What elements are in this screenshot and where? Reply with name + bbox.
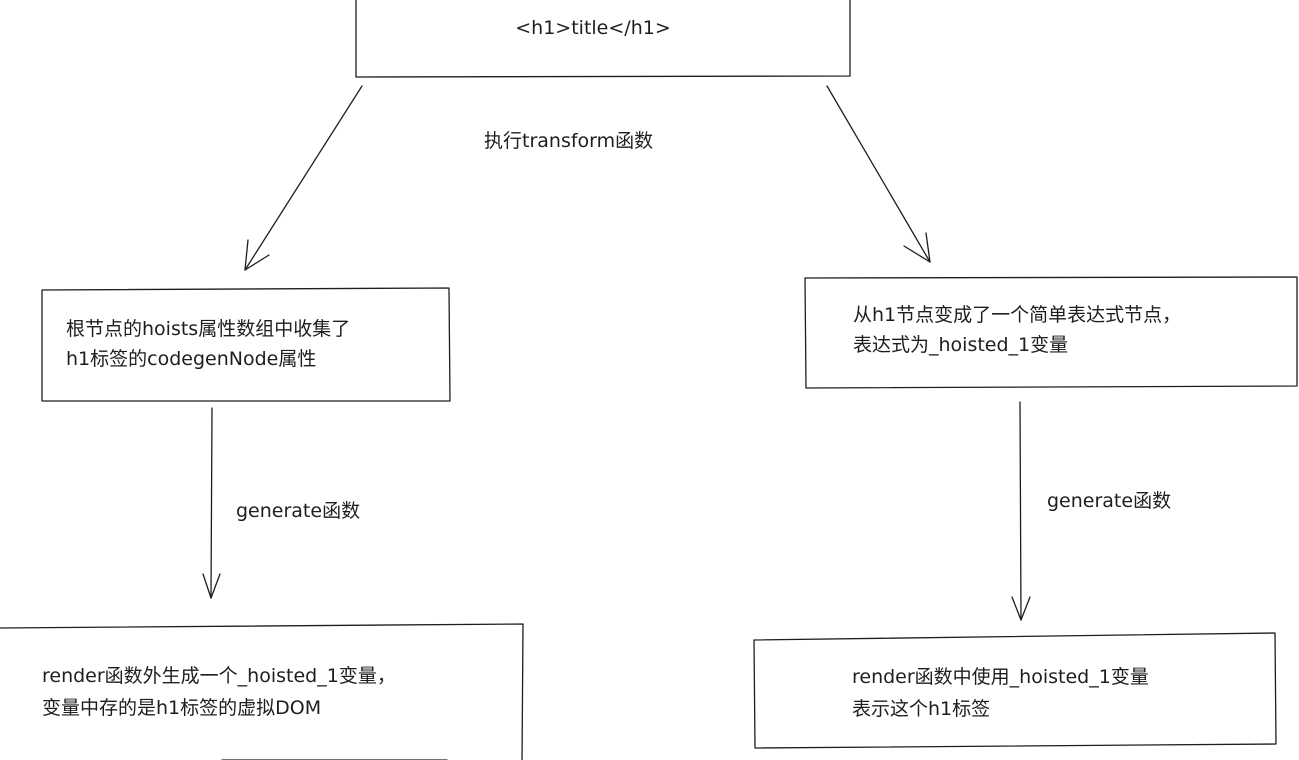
node-left-mid-line1: 根节点的hoists属性数组中收集了 <box>66 318 351 340</box>
node-left-bottom-line2: 变量中存的是h1标签的虚拟DOM <box>42 697 322 719</box>
edge-transform-text: 执行transform函数 <box>484 130 654 152</box>
node-right-bottom-line1: render函数中使用_hoisted_1变量 <box>852 666 1149 688</box>
node-right-mid-label: 从h1节点变成了一个简单表达式节点， 表达式为_hoisted_1变量 <box>853 300 1181 360</box>
node-right-bottom-label: render函数中使用_hoisted_1变量 表示这个h1标签 <box>852 661 1149 725</box>
node-right-mid-line2: 表达式为_hoisted_1变量 <box>853 334 1069 356</box>
node-right-bottom-line2: 表示这个h1标签 <box>852 698 991 720</box>
box-top <box>355 0 851 78</box>
node-top-text: <h1>title</h1> <box>515 17 671 39</box>
box-right-bottom <box>753 632 1277 749</box>
arrow-top-to-left <box>244 85 363 271</box>
node-left-bottom-line1: render函数外生成一个_hoisted_1变量， <box>42 665 396 687</box>
edge-generate-right-text: generate函数 <box>1047 490 1172 512</box>
node-left-mid-line2: h1标签的codegenNode属性 <box>66 348 317 370</box>
arrow-top-to-right <box>826 85 931 263</box>
box-right-mid <box>804 276 1298 389</box>
box-left-bottom <box>0 623 524 760</box>
edge-generate-left-text: generate函数 <box>236 500 361 522</box>
edge-generate-left-label: generate函数 <box>236 496 360 526</box>
arrow-left-down <box>202 407 221 599</box>
arrow-right-down <box>1011 401 1031 621</box>
node-top-label: <h1>title</h1> <box>0 13 1186 43</box>
edge-generate-right-label: generate函数 <box>1047 486 1171 516</box>
node-left-bottom-label: render函数外生成一个_hoisted_1变量， 变量中存的是h1标签的虚拟… <box>42 660 396 724</box>
box-left-mid <box>41 287 451 402</box>
edge-transform-label: 执行transform函数 <box>484 126 653 156</box>
node-left-mid-label: 根节点的hoists属性数组中收集了 h1标签的codegenNode属性 <box>66 314 350 374</box>
node-right-mid-line1: 从h1节点变成了一个简单表达式节点， <box>853 304 1182 326</box>
